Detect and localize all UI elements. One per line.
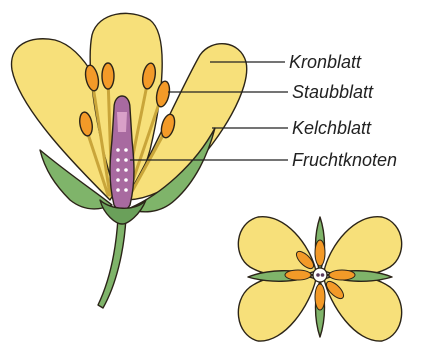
label-sepal: Kelchblatt — [292, 118, 372, 138]
label-petal: Kronblatt — [289, 52, 362, 72]
stem — [98, 218, 126, 308]
top-petal-sw — [238, 275, 316, 341]
style — [117, 112, 127, 132]
flower-top-view — [238, 217, 401, 341]
label-stamen: Staubblatt — [292, 82, 374, 102]
flower-side-view — [12, 13, 247, 308]
label-ovary: Fruchtknoten — [292, 150, 397, 170]
top-petal-ne — [324, 217, 402, 276]
top-petal-nw — [238, 217, 316, 276]
top-pistil — [313, 268, 327, 282]
